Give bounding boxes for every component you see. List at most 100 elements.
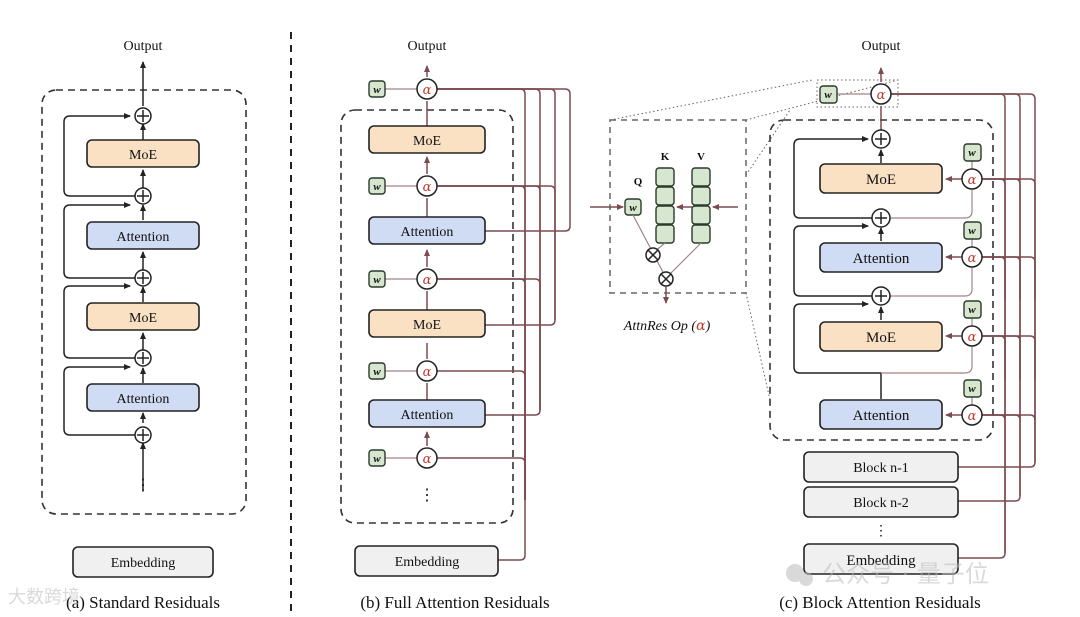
output-label: Output [862,39,901,54]
svg-text:α: α [423,273,432,288]
svg-text:α: α [423,180,432,195]
add-node [134,187,152,205]
panel-a-caption: (a) Standard Residuals [66,593,220,612]
embedding-block: Embedding [72,546,214,578]
svg-text:Attention: Attention [401,408,454,423]
svg-text:α: α [423,452,432,467]
w-weight: w [368,449,418,467]
svg-text:Embedding: Embedding [111,556,176,571]
svg-text:α: α [968,173,977,188]
alpha-node: α [870,83,892,105]
alpha-node: α [416,360,438,382]
svg-text:w: w [629,202,637,214]
q-label: Q [634,176,643,188]
value-stack [691,167,711,244]
ellipsis: ⋮ [419,487,435,504]
svg-text:w: w [968,383,976,395]
embedding-block: Embedding [803,543,959,575]
alpha-node: α [416,175,438,197]
svg-text:Block n-2: Block n-2 [853,496,909,511]
watermark-right: 公众号 · 量子位 [786,560,989,588]
multiply-node [645,247,661,263]
attention-layer: Attention [86,383,200,412]
svg-text:w: w [373,453,381,465]
attnres-op-inset: Q K V w AttnRes Op (α) [590,79,899,401]
svg-text:Block n-1: Block n-1 [853,461,909,476]
moe-layer: MoE [819,163,943,194]
w-weight: w [368,270,418,288]
svg-text:w: w [968,225,976,237]
panel-c-caption: (c) Block Attention Residuals [779,593,981,612]
w-weight: w [368,177,418,195]
attention-layer: Attention [86,221,200,250]
svg-text:MoE: MoE [413,318,441,333]
svg-text:MoE: MoE [866,172,896,188]
w-weight: w [963,379,982,405]
moe-layer: MoE [368,309,486,338]
v-label: V [697,151,705,163]
alpha-node: α [945,246,983,268]
k-label: K [661,151,670,163]
attention-layer: Attention [819,242,943,273]
moe-layer: MoE [86,139,200,168]
svg-text:MoE: MoE [129,148,157,163]
moe-layer: MoE [819,321,943,352]
svg-text:w: w [968,147,976,159]
layer-group-box [41,89,247,515]
svg-text:w: w [373,366,381,378]
attention-layer: Attention [368,399,486,428]
svg-text:Attention: Attention [117,230,170,245]
attention-layer: Attention [819,399,943,430]
add-node [134,269,152,287]
svg-text:Attention: Attention [117,392,170,407]
panel-b-caption: (b) Full Attention Residuals [360,593,549,612]
w-weight: w [963,300,982,326]
svg-text:w: w [373,181,381,193]
svg-text:Attention: Attention [853,408,910,424]
inset-caption: AttnRes Op (α) [623,318,711,334]
embedding-block: Embedding [354,545,499,577]
output-label: Output [408,39,447,54]
alpha-node: α [945,404,983,426]
watermark-left: 大数跨境 [8,587,80,608]
svg-text:w: w [824,89,832,101]
svg-text:w: w [373,84,381,96]
svg-text:公众号 · 量子位: 公众号 · 量子位 [822,560,989,588]
svg-text:MoE: MoE [413,134,441,149]
w-weight: w [368,362,418,380]
svg-text:α: α [968,251,977,266]
svg-text:α: α [423,365,432,380]
alpha-node: α [416,78,438,100]
svg-text:w: w [968,304,976,316]
add-node [871,208,891,228]
svg-text:α: α [968,409,977,424]
moe-layer: MoE [368,125,486,154]
svg-text:α: α [877,88,886,103]
w-weight: w [819,85,871,104]
add-node [871,286,891,306]
svg-text:MoE: MoE [866,330,896,346]
w-weight: w [963,143,982,169]
query-w: w [624,198,642,216]
alpha-node: α [416,268,438,290]
alpha-node: α [945,325,983,347]
w-weight: w [368,80,418,98]
panel-full-attention-residuals: Output w w w w w α α α α α [340,39,571,612]
previous-block: Block n-2 [803,486,959,518]
multiply-node [658,271,674,287]
svg-text:Attention: Attention [401,225,454,240]
ellipsis: ⋮ [874,524,888,539]
svg-text:α: α [423,83,432,98]
svg-text:Attention: Attention [853,251,910,267]
add-node [134,107,152,125]
previous-block: Block n-1 [803,451,959,483]
add-node [134,349,152,367]
key-stack [655,167,675,244]
w-weight: w [963,221,982,247]
alpha-node: α [945,168,983,190]
panel-block-attention-residuals: Output [769,39,1036,612]
output-label: Output [124,39,163,54]
svg-text:α: α [968,330,977,345]
svg-text:Embedding: Embedding [395,555,460,570]
